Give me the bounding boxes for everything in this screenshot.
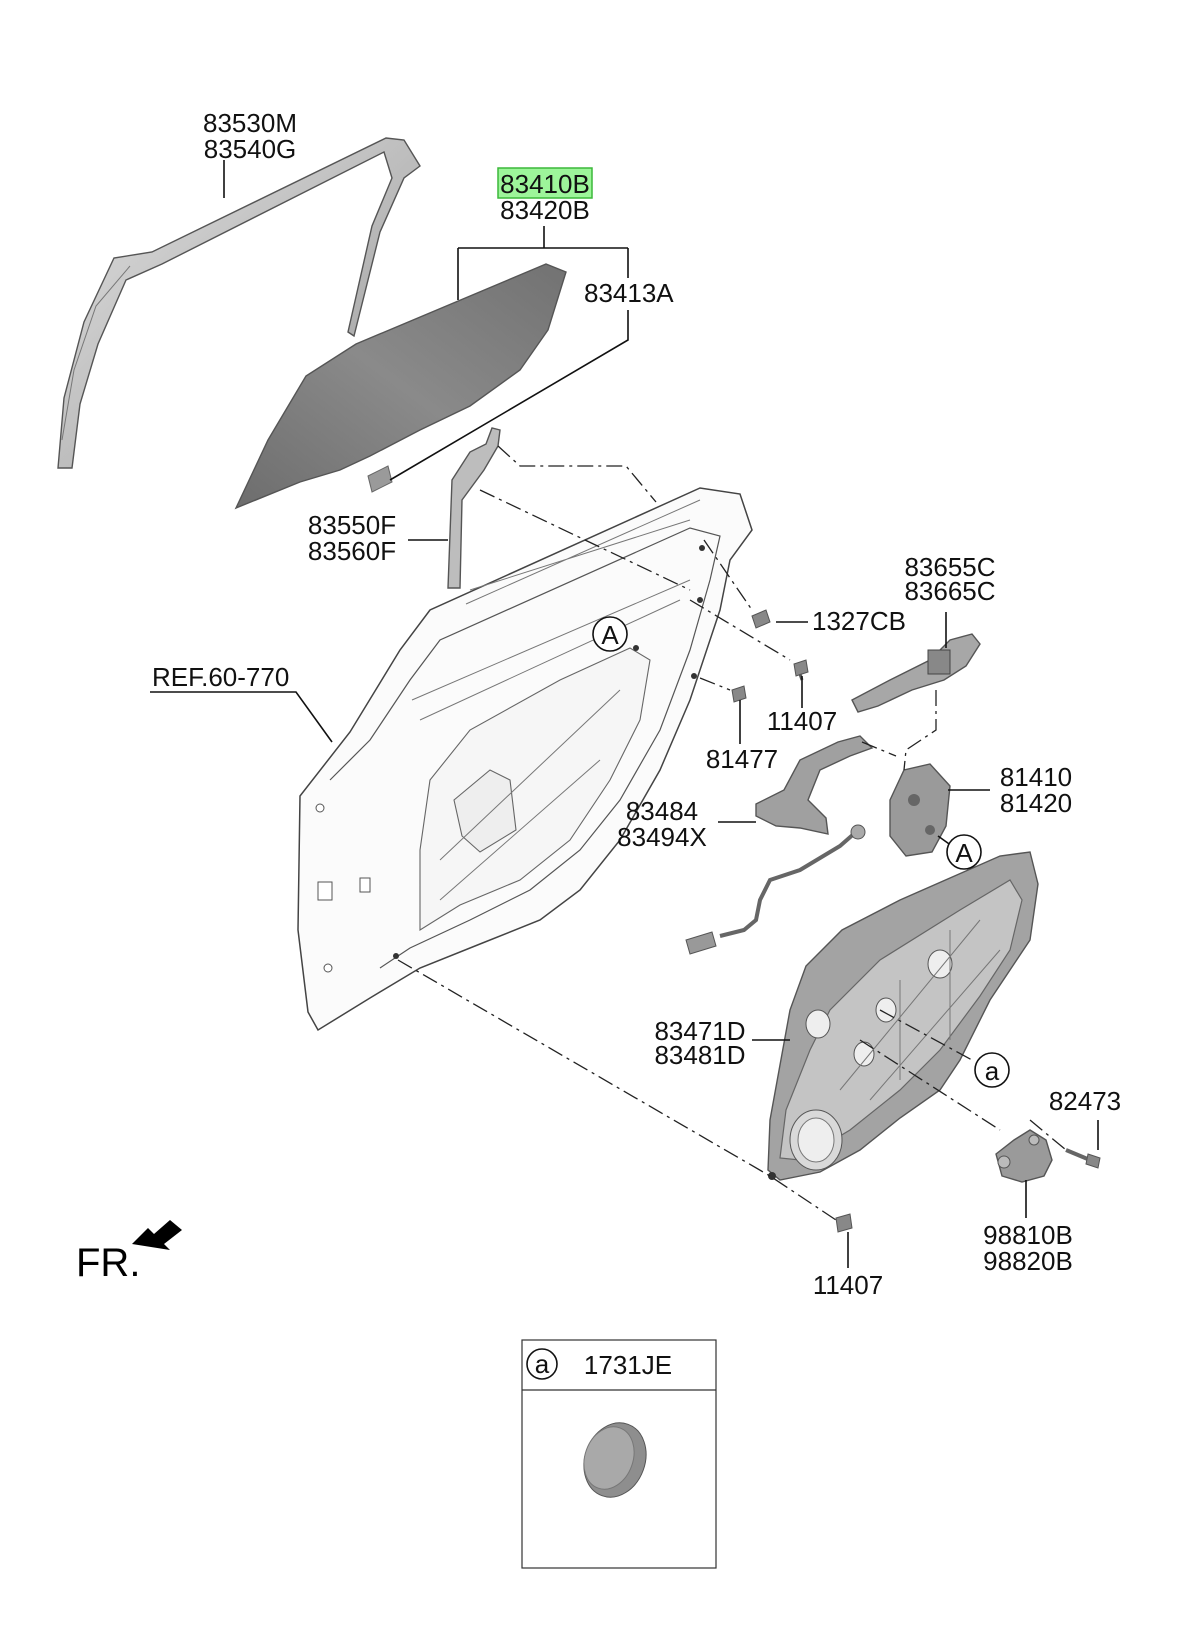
label-83413a[interactable]: 83413A <box>584 278 674 308</box>
label-83471d[interactable]: 83471D <box>654 1016 745 1046</box>
assembly-lines <box>397 445 1067 1221</box>
bolt-11407-lower[interactable] <box>835 1213 853 1233</box>
bolt-81477[interactable] <box>731 685 747 703</box>
glass-channel[interactable] <box>447 427 501 589</box>
legend-part-1731je[interactable]: 1731JE <box>584 1350 672 1380</box>
latch-bracket[interactable] <box>755 735 874 835</box>
latch-cable[interactable] <box>685 824 866 955</box>
regulator-motor[interactable] <box>995 1129 1053 1183</box>
label-98810b[interactable]: 98810B <box>983 1220 1073 1250</box>
ref-circle-a: a <box>974 1052 1010 1088</box>
label-83560f[interactable]: 83560F <box>308 536 396 566</box>
label-82473[interactable]: 82473 <box>1049 1086 1121 1116</box>
front-arrow-icon <box>132 1220 182 1250</box>
label-83530m[interactable]: 83530M <box>203 108 297 138</box>
label-83494x[interactable]: 83494X <box>617 822 707 852</box>
screw-1327cb[interactable] <box>751 609 771 629</box>
label-11407-lower[interactable]: 11407 <box>813 1270 883 1300</box>
front-label: FR. <box>76 1241 140 1285</box>
label-83540g[interactable]: 83540G <box>204 134 297 164</box>
leader-lines <box>150 160 1099 1268</box>
ref-circle-A-upper: A <box>592 616 628 652</box>
label-11407-upper[interactable]: 11407 <box>767 706 837 736</box>
label-83481d[interactable]: 83481D <box>654 1040 745 1070</box>
outside-handle[interactable] <box>851 633 981 713</box>
bolt-82473[interactable] <box>1065 1148 1101 1169</box>
label-83665c[interactable]: 83665C <box>904 576 995 606</box>
door-glass[interactable] <box>234 263 567 510</box>
bolt-11407-upper[interactable] <box>793 659 809 681</box>
label-83484[interactable]: 83484 <box>626 796 698 826</box>
door-latch[interactable] <box>889 763 951 857</box>
label-1327cb[interactable]: 1327CB <box>812 606 906 636</box>
highlight-box <box>497 167 593 199</box>
svg-text:a: a <box>985 1056 1000 1086</box>
svg-text:A: A <box>955 838 973 868</box>
door-inner-panel <box>297 487 753 1032</box>
grommet-plug[interactable] <box>574 1414 656 1506</box>
label-83420b[interactable]: 83420B <box>500 195 590 225</box>
label-83550f[interactable]: 83550F <box>308 510 396 540</box>
label-81410[interactable]: 81410 <box>1000 762 1072 792</box>
window-molding[interactable] <box>57 137 421 469</box>
svg-text:A: A <box>601 620 619 650</box>
label-81477[interactable]: 81477 <box>706 744 778 774</box>
label-ref-60-770[interactable]: REF.60-770 <box>152 662 289 692</box>
label-83410b[interactable]: 83410B <box>500 169 590 199</box>
label-98820b[interactable]: 98820B <box>983 1246 1073 1276</box>
legend-box: a 1731JE <box>521 1339 717 1569</box>
label-83655c[interactable]: 83655C <box>904 552 995 582</box>
label-81420[interactable]: 81420 <box>1000 788 1072 818</box>
door-module[interactable] <box>767 851 1039 1181</box>
legend-key: a <box>535 1349 550 1379</box>
ref-circle-A-lower: A <box>946 834 982 870</box>
